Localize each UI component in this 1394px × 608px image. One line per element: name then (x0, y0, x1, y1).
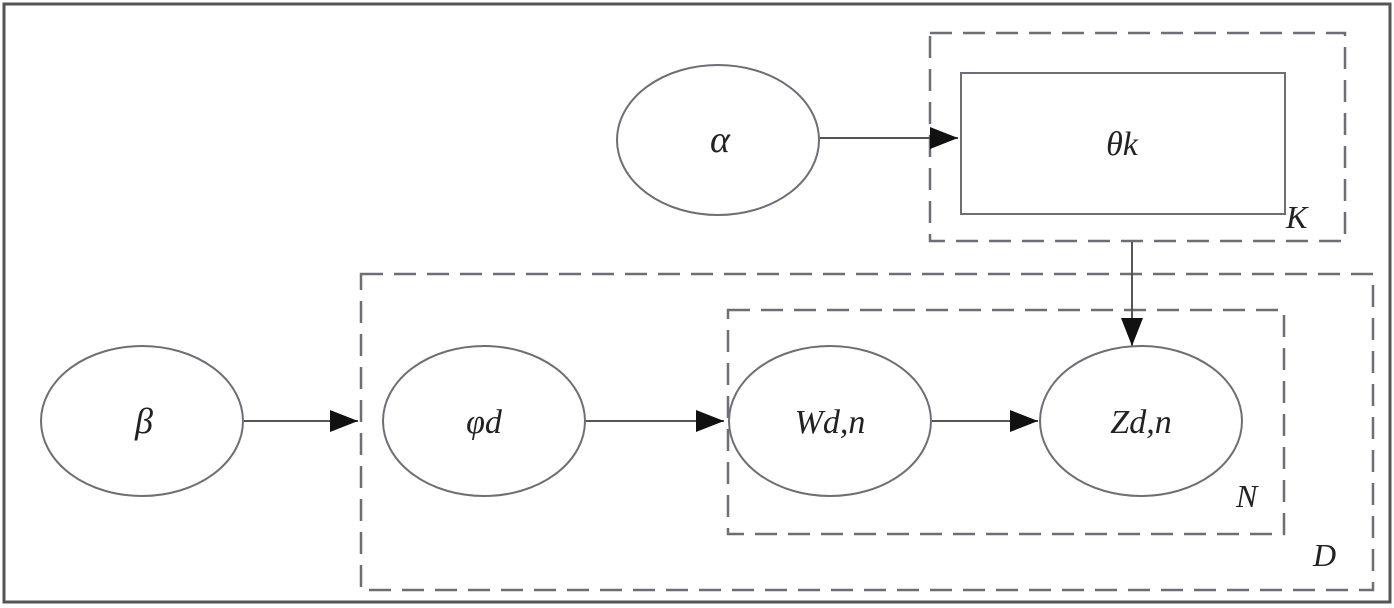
plate-k-label: K (1285, 199, 1309, 235)
node-alpha-label: α (710, 119, 731, 161)
node-theta (960, 72, 1286, 215)
node-theta-label: θk (1106, 126, 1139, 163)
node-phi-label: φd (466, 404, 503, 441)
node-alpha (616, 64, 820, 216)
plate-n (726, 308, 1286, 536)
node-beta-label: β (134, 401, 153, 441)
node-beta (40, 345, 244, 497)
node-z-label: Zd,n (1110, 404, 1171, 441)
node-z (1039, 345, 1243, 497)
plate-d (359, 272, 1375, 592)
node-w-label: Wd,n (795, 404, 866, 441)
node-w (728, 345, 932, 497)
plate-d-label: D (1312, 537, 1336, 573)
node-phi (382, 345, 586, 497)
plate-n-label: N (1235, 478, 1259, 514)
